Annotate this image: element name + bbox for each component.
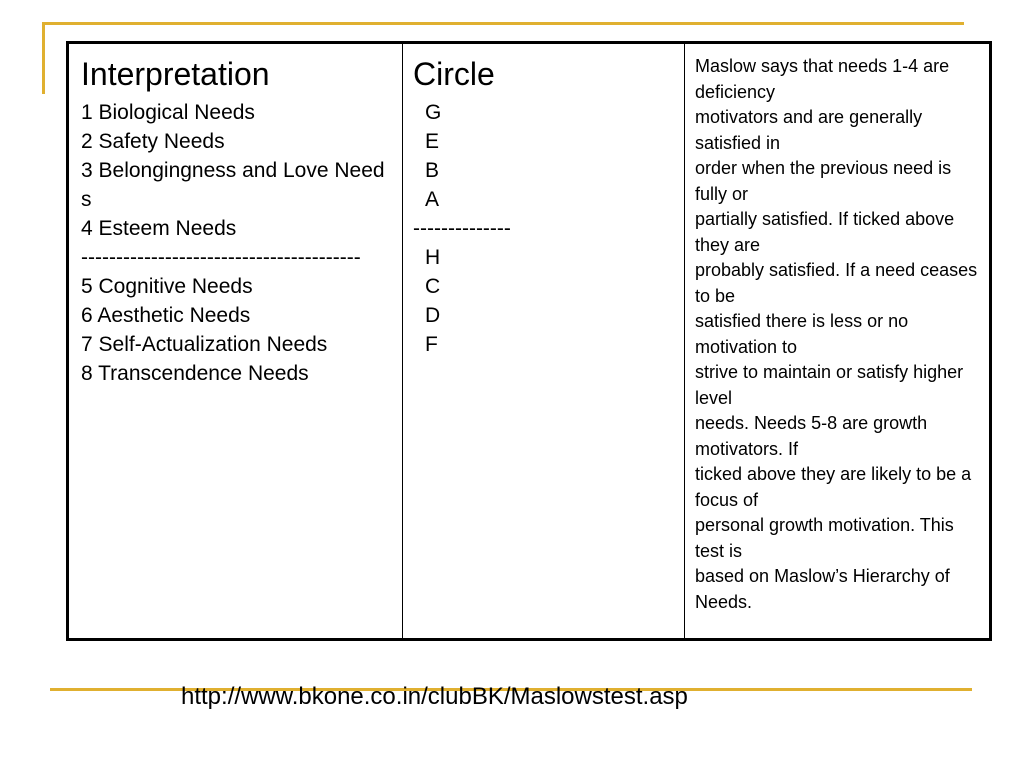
circle-separator: -------------- — [413, 217, 511, 240]
explanation-line: probably satisfied. If a need ceases to … — [695, 260, 978, 306]
explanation-line: needs. Needs 5-8 are growth motivators. … — [695, 413, 928, 459]
explanation-line: satisfied there is less or no motivation… — [695, 311, 909, 357]
circle-letter: F — [425, 333, 438, 356]
needs-list: 1 Biological Needs 2 Safety Needs 3 Belo… — [81, 98, 392, 388]
needs-item: 3 Belongingness and Love Needs — [81, 159, 385, 211]
needs-item: 5 Cognitive Needs — [81, 275, 253, 298]
explanation-line: partially satisfied. If ticked above the… — [695, 209, 955, 255]
explanation-line: motivators and are generally satisfied i… — [695, 107, 923, 153]
needs-item: 8 Transcendence Needs — [81, 362, 309, 385]
explanation-line: based on Maslow’s Hierarchy of Needs. — [695, 566, 950, 612]
circle-column: Circle G E B A -------------- H C D F — [403, 44, 685, 638]
needs-item: 1 Biological Needs — [81, 101, 255, 124]
interpretation-heading: Interpretation — [81, 56, 270, 92]
needs-item: 4 Esteem Needs — [81, 217, 237, 240]
circle-letter: C — [425, 275, 441, 298]
explanation-line: order when the previous need is fully or — [695, 158, 952, 204]
circle-heading: Circle — [413, 56, 495, 92]
circle-letter: D — [425, 304, 441, 327]
needs-item: 7 Self-Actualization Needs — [81, 333, 328, 356]
source-url-link[interactable]: http://www.bkone.co.in/clubBK/Maslowstes… — [181, 683, 688, 710]
bottom-accent-line — [50, 688, 972, 691]
explanation-line: personal growth motivation. This test is — [695, 515, 954, 561]
explanation-line: Maslow says that needs 1-4 are deficienc… — [695, 56, 950, 102]
explanation-text: Maslow says that needs 1-4 are deficienc… — [695, 54, 981, 615]
circle-letter: A — [425, 188, 440, 211]
top-accent-line — [42, 22, 964, 25]
explanation-column: Maslow says that needs 1-4 are deficienc… — [685, 44, 989, 638]
explanation-line: strive to maintain or satisfy higher lev… — [695, 362, 964, 408]
explanation-line: ticked above they are likely to be a foc… — [695, 464, 972, 510]
interpretation-column: Interpretation 1 Biological Needs 2 Safe… — [69, 44, 403, 638]
circle-letters: G E B A -------------- H C D F — [413, 98, 674, 359]
circle-letter: H — [425, 246, 441, 269]
circle-letter: G — [425, 101, 442, 124]
circle-letter: B — [425, 159, 440, 182]
left-accent-line — [42, 22, 45, 94]
circle-letter: E — [425, 130, 440, 153]
needs-item: 2 Safety Needs — [81, 130, 225, 153]
content-table: Interpretation 1 Biological Needs 2 Safe… — [66, 41, 992, 641]
needs-item: 6 Aesthetic Needs — [81, 304, 251, 327]
needs-divider: ---------------------------------------- — [81, 246, 361, 269]
